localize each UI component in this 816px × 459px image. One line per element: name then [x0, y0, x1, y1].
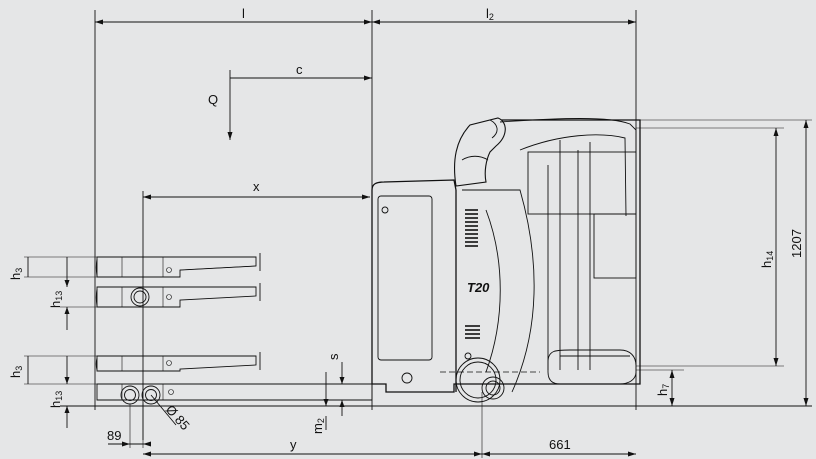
label-h13-lower: h13 — [48, 391, 64, 408]
dimension-wheel-dia: Ø 85 — [150, 394, 193, 433]
label-661: 661 — [549, 437, 571, 452]
model-badge: T20 — [467, 280, 490, 295]
label-l2: l2 — [486, 6, 494, 22]
dimension-1207: 1207 — [640, 119, 812, 406]
drive-wheel — [440, 357, 540, 403]
dimension-h14: h14 — [636, 127, 784, 367]
dimension-s-m2: s m2 — [310, 353, 350, 434]
dimension-y: y — [143, 392, 483, 458]
truck-body: T20 — [371, 117, 641, 393]
dimension-661: 661 — [482, 437, 636, 457]
dimension-l2: l2 — [372, 6, 637, 410]
vent-grille-lower — [465, 325, 480, 339]
label-89: 89 — [107, 428, 121, 443]
label-m2: m2 — [310, 418, 326, 434]
vent-grille-upper — [465, 209, 478, 247]
dimension-h3-h13-upper: h3 h13 — [8, 256, 97, 330]
label-wheel-dia: Ø 85 — [163, 402, 193, 433]
forks-raised — [95, 253, 261, 308]
label-l: l — [242, 6, 245, 21]
label-h7: h7 — [655, 384, 671, 396]
label-c: c — [296, 62, 303, 77]
label-total-height: 1207 — [789, 229, 804, 258]
dimension-x: x — [142, 179, 370, 440]
label-h14: h14 — [759, 251, 775, 268]
dimension-l: l — [94, 6, 373, 410]
label-h13-upper: h13 — [48, 291, 64, 308]
dimension-h3-h13-lower: h3 h13 — [8, 355, 97, 428]
label-h3-upper: h3 — [8, 268, 24, 280]
label-x: x — [253, 179, 260, 194]
label-y: y — [290, 437, 297, 452]
dimension-89: 89 — [107, 404, 151, 448]
dimension-c: c Q — [208, 62, 372, 140]
label-s: s — [326, 353, 341, 360]
label-h3-lower: h3 — [8, 366, 24, 378]
label-Q: Q — [208, 92, 218, 107]
dimension-h7: h7 — [636, 369, 684, 406]
